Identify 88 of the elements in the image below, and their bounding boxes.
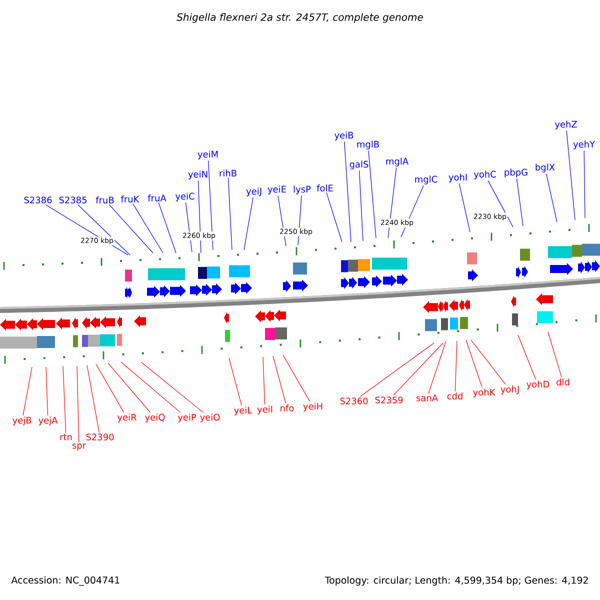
gene-label: S2360 [340,398,368,404]
gene-label: spr [72,444,86,450]
gene-label: bglX [536,164,555,172]
gene-label: yeiI [257,406,272,414]
footer-text: Accession: NC_004741 [10,575,122,587]
gene-label: rtn [60,434,72,440]
leader-line [454,340,458,392]
leader-line [140,362,204,413]
leader-line [108,204,154,254]
footer-text: Topology: circular; Length: 4,599,354 bp; Genes: 4,192 [324,575,590,587]
leader-line [360,342,434,397]
leader-line [132,203,164,254]
leader-line [22,366,32,416]
gene-label: yejB [12,416,32,426]
leader-line [466,340,482,388]
gene-label: S2385 [59,196,87,204]
gene-label: mglB [357,140,379,150]
leader-line [546,173,558,222]
leader-line [86,364,100,433]
gene-label: dld [556,378,570,386]
gene-label: yeiB [334,132,354,140]
leader-line [470,340,506,385]
gene-label: mglC [415,176,438,184]
leader-line [120,362,181,413]
leader-line [76,366,80,443]
leader-line [516,178,524,226]
leader-line [46,366,48,416]
gene-label: yohJ [500,386,519,394]
gene-label: yeiR [117,414,137,422]
leader-line [488,180,514,228]
gene-label: fruK [120,196,140,202]
gene-label: S2390 [86,434,114,440]
gene-label: yeiO [200,414,220,422]
gene-label: yehY [573,140,596,150]
leader-line [208,160,214,250]
gene-label: yeiN [188,170,208,180]
gene-label: yeiM [198,150,218,160]
gene-label: cdd [447,392,462,400]
title: Shigella flexneri 2a str. 2457T, complete genome [176,13,423,23]
leader-line [198,180,202,254]
gene-label: yeiC [175,192,194,202]
leader-line [326,192,342,242]
leader-line [368,150,376,238]
leader-line [393,342,444,396]
gene-label: yeiL [234,406,252,416]
leader-line [262,356,266,405]
leader-line [428,340,446,394]
leader-line [108,362,151,413]
gene-label: yohC [474,170,496,180]
gene-label: sanA [416,394,438,402]
leader-line [359,170,364,242]
gene-label: yeiH [303,402,322,412]
gene-label: galS [350,160,368,170]
leader-line [282,354,310,402]
gene-label: fruA [148,194,166,202]
leader-line [566,130,576,220]
leader-line [388,167,397,238]
gene-label: nfo [280,404,294,412]
gene-label: rihB [220,170,236,176]
gene-label: yeiE [268,186,286,194]
gene-label: yehZ [554,120,577,130]
leader-line [518,334,536,380]
gene-label: S2386 [24,196,52,204]
leader-line [344,141,352,242]
gene-label: pbpG [504,168,528,178]
leader-line [62,366,66,433]
leader-line [96,364,124,413]
leader-line [458,183,470,232]
leader-line [244,197,254,250]
gene-label: S2359 [375,396,403,404]
gene-label: yeiP [178,414,196,422]
gene-label: fruB [96,196,114,204]
leader-line [228,358,242,406]
gene-label: folE [316,184,333,192]
leader-line [272,356,286,404]
gene-label: yejA [38,416,58,426]
gene-label: mglA [386,158,408,166]
gene-label: yohI [448,174,467,182]
leader-line [584,150,586,218]
gene-label: yeiQ [145,414,165,422]
leader-line [548,332,562,378]
leader-line [158,202,176,254]
leader-line [77,204,130,256]
gene-label: yohK [473,388,496,398]
gene-label: yeiJ [246,188,262,196]
gene-label: lysP [294,186,311,194]
leader-line [228,177,232,250]
gene-label: yohD [526,380,550,390]
